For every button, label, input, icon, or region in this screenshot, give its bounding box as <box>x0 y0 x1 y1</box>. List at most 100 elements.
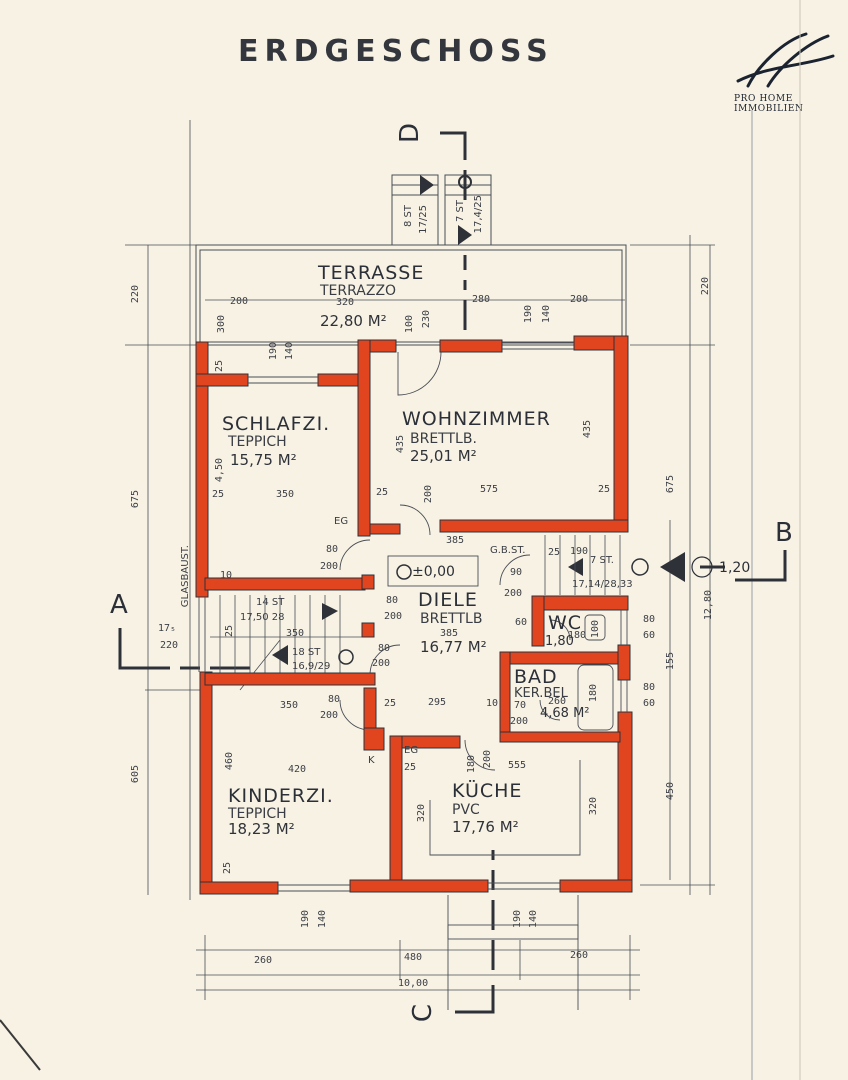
dim-260-b: 260 <box>254 955 273 966</box>
label-eg-1: EG <box>334 516 349 527</box>
label-stairs-7d: 17,4/25 <box>473 195 484 234</box>
dim-1280: 12,80 <box>703 590 714 621</box>
label-stairs-14: 14 ST <box>256 597 285 608</box>
dim-460: 460 <box>224 752 235 771</box>
dim-190-schlaf: 190 <box>268 342 279 361</box>
dim-155: 155 <box>665 652 676 671</box>
dim-320-c: 320 <box>588 797 599 816</box>
label-stairs-7b: 17,14/28,33 <box>572 579 633 590</box>
label-stairs-18b: 16,9/29 <box>292 661 331 672</box>
dim-675-right: 675 <box>665 475 676 494</box>
room-wohnzimmer-floor: BRETTLB. <box>410 431 477 447</box>
dim-420: 420 <box>288 764 307 775</box>
dim-200-f: 200 <box>384 611 403 622</box>
dim-25-f: 25 <box>224 625 235 638</box>
dim-200-terr-right: 200 <box>570 294 589 305</box>
label-stairs-7c: 7 ST <box>455 200 466 222</box>
dim-25-g: 25 <box>384 698 397 709</box>
room-kueche-name: KÜCHE <box>452 780 523 802</box>
dim-200-wohn: 200 <box>423 485 434 504</box>
pro-home-logo-icon <box>736 32 835 88</box>
dim-435-wohn-left: 435 <box>395 435 406 454</box>
dim-80-a: 80 <box>326 544 339 555</box>
room-schlafzi-area: 15,75 M² <box>230 451 297 469</box>
room-kinderzi-name: KINDERZI. <box>228 785 334 807</box>
label-stairs-7: 7 ST. <box>590 555 614 566</box>
room-wc-name: WC <box>548 612 583 634</box>
dim-80-c: 80 <box>386 595 399 606</box>
dim-575: 575 <box>480 484 499 495</box>
section-a-label: A <box>110 590 128 620</box>
room-kinderzi-floor: TEPPICH <box>228 806 287 822</box>
dim-300: 300 <box>216 315 227 334</box>
dim-320-terr: 320 <box>336 297 355 308</box>
dim-80-e: 80 <box>643 682 656 693</box>
dim-605-left: 605 <box>130 765 141 784</box>
dim-70: 70 <box>514 700 527 711</box>
dim-450-schlaf: 4,50 <box>214 458 225 483</box>
dim-25-i: 25 <box>222 862 233 875</box>
room-wohnzimmer-name: WOHNZIMMER <box>402 408 551 430</box>
label-k: K <box>368 755 375 766</box>
section-c-label: C <box>408 1003 439 1023</box>
room-bad-name: BAD <box>514 666 558 688</box>
dim-200-j: 200 <box>482 750 493 769</box>
dim-200-h: 200 <box>320 710 339 721</box>
dim-385-b: 385 <box>440 628 459 639</box>
dim-435-wohn-right: 435 <box>582 420 593 439</box>
dim-80-d: 80 <box>643 614 656 625</box>
room-kueche-floor: PVC <box>452 802 480 818</box>
dim-25-a: 25 <box>214 360 225 373</box>
dim-25-d: 25 <box>598 484 611 495</box>
dim-80-f: 80 <box>328 694 341 705</box>
dim-220-c: 220 <box>160 640 179 651</box>
dim-100-b: 100 <box>590 620 601 639</box>
level-ground: ±0,00 <box>412 564 455 580</box>
label-stairs-14b: 17,50 28 <box>240 612 285 623</box>
dim-25-e: 25 <box>548 547 561 558</box>
dim-80-b: 80 <box>378 643 391 654</box>
dim-260-a: 260 <box>548 696 567 707</box>
label-stairs-8b: 17/25 <box>418 205 429 234</box>
dim-190-e: 190 <box>512 910 523 929</box>
dim-60-a: 60 <box>515 617 528 628</box>
dim-180-b: 180 <box>588 684 599 703</box>
dim-180-c: 180 <box>466 755 477 774</box>
dim-25-c: 25 <box>376 487 389 498</box>
room-kueche-area: 17,76 M² <box>452 818 519 836</box>
room-wc-area: 1,80 <box>545 634 574 649</box>
dim-180-a: 180 <box>568 630 587 641</box>
dim-140-d: 140 <box>528 910 539 929</box>
room-diele-floor: BRETTLB <box>420 611 483 627</box>
dim-140-schlaf: 140 <box>284 342 295 361</box>
dim-350-c: 350 <box>280 700 299 711</box>
section-b-label: B <box>775 518 793 548</box>
dim-200-d: 200 <box>320 561 339 572</box>
room-kinderzi-area: 18,23 M² <box>228 820 295 838</box>
dim-320-b: 320 <box>416 804 427 823</box>
dim-25-h: 25 <box>404 762 417 773</box>
label-eg-2: EG <box>404 745 419 756</box>
dim-350-b: 350 <box>286 628 305 639</box>
dim-60-b: 60 <box>643 630 656 641</box>
plan-title: ERDGESCHOSS <box>238 34 554 69</box>
dim-140-top: 140 <box>541 305 552 324</box>
dim-1000: 10,00 <box>398 978 429 989</box>
dim-190-d: 190 <box>300 910 311 929</box>
dim-675-left: 675 <box>130 490 141 509</box>
room-schlafzi-name: SCHLAFZI. <box>222 413 331 435</box>
dim-220-left: 220 <box>130 285 141 304</box>
dim-200-g: 200 <box>372 658 391 669</box>
dim-10-b: 10 <box>486 698 499 709</box>
room-terrasse-area: 22,80 M² <box>320 312 387 330</box>
dim-100: 100 <box>404 315 415 334</box>
dim-450-right: 450 <box>665 782 676 801</box>
dim-10-a: 10 <box>220 570 233 581</box>
dim-90: 90 <box>510 567 523 578</box>
logo-text: PRO HOME IMMOBILIEN <box>734 94 804 114</box>
dim-25-b: 25 <box>212 489 225 500</box>
dim-220-right: 220 <box>700 277 711 296</box>
room-diele-area: 16,77 M² <box>420 638 487 656</box>
label-gbst: G.B.ST. <box>490 545 526 556</box>
dim-200-terr-left: 200 <box>230 296 249 307</box>
